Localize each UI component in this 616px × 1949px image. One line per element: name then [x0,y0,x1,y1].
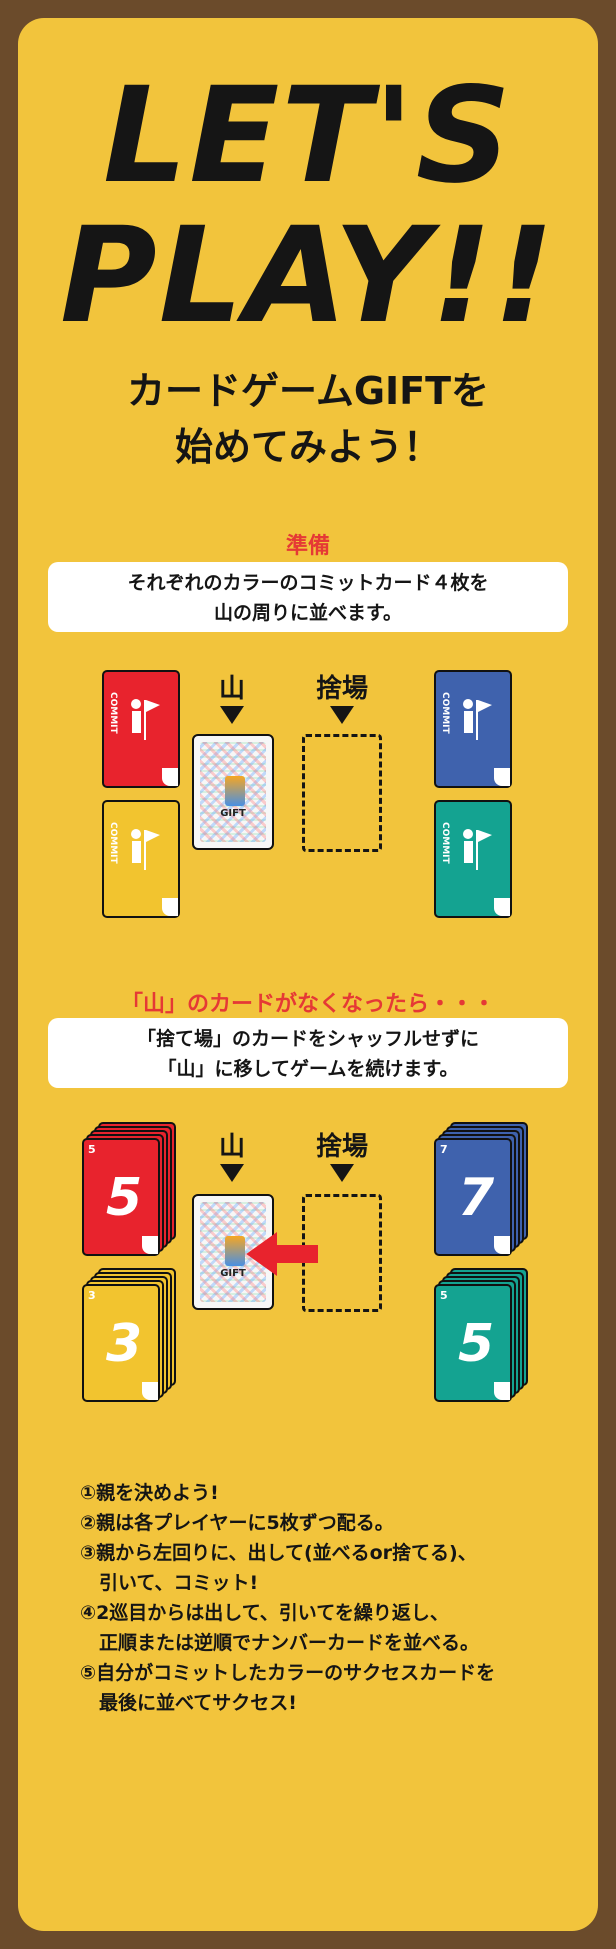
flag-icon [463,829,492,870]
deck-card-name: GIFT [220,1268,246,1279]
step-line: 最後に並べてサクセス! [80,1692,297,1714]
step-line: ③親から左回りに、出して(並べるor捨てる)、 [80,1542,477,1564]
card-corner-number: 5 [440,1289,448,1302]
card-number: 7 [458,1168,495,1228]
flag-icon [131,829,160,870]
deck-card: GIFT [192,734,274,850]
gift-logo-icon [225,776,245,806]
card-number: 5 [458,1314,495,1374]
gift-logo-icon [225,1236,245,1266]
section1-line1: それぞれのカラーのコミットカード４枚を [127,572,489,594]
subtitle-line1: カードゲームGIFTを [126,369,490,413]
instruction-panel: LET'S PLAY!! カードゲームGIFTを 始めてみよう！ 準備 それぞれ… [18,18,598,1931]
section2-heading: 「山」のカードがなくなったら・・・ [120,992,495,1017]
step-line: ④2巡目からは出して、引いてを繰り返し、 [80,1602,449,1624]
subtitle: カードゲームGIFTを 始めてみよう！ [18,363,598,475]
discard-pile [302,734,382,852]
deck-label: 山 [218,674,245,704]
number-stack-red: 5 5 [82,1122,182,1256]
commit-label: COMMIT [108,822,118,864]
step-line: ②親は各プレイヤーに5枚ずつ配る。 [80,1512,394,1534]
arrow-down-icon [220,706,244,724]
card-number: 5 [106,1168,143,1228]
arrow-down-icon [330,706,354,724]
discard-label: 捨場 [315,674,368,704]
flag-icon [463,699,492,740]
section1-heading: 準備 [285,534,330,559]
commit-label: COMMIT [440,822,450,864]
deck-label: 山 [218,1132,245,1162]
commit-card-blue: COMMIT [434,670,512,788]
card-corner [162,898,178,916]
section2-textbox: 「捨て場」のカードをシャッフルせずに 「山」に移してゲームを続けます。 [48,1018,568,1088]
card-corner-number: 3 [88,1289,96,1302]
card-number: 3 [106,1314,143,1374]
number-stack-blue: 7 7 [434,1122,534,1256]
section2-line2: 「山」に移してゲームを続けます。 [157,1058,459,1080]
commit-label: COMMIT [440,692,450,734]
card-corner-number: 7 [440,1143,448,1156]
section1-line2: 山の周りに並べます。 [213,602,403,624]
commit-label: COMMIT [108,692,118,734]
discard-label: 捨場 [315,1132,368,1162]
step-line: ①親を決めよう! [80,1482,219,1504]
section2-line1: 「捨て場」のカードをシャッフルせずに [136,1028,479,1050]
arrow-down-icon [220,1164,244,1182]
commit-card-red: COMMIT [102,670,180,788]
number-stack-yellow: 3 3 [82,1268,182,1402]
flag-icon [131,699,160,740]
section1-textbox: それぞれのカラーのコミットカード４枚を 山の周りに並べます。 [48,562,568,632]
rules-steps: ①親を決めよう! ②親は各プレイヤーに5枚ずつ配る。 ③親から左回りに、出して(… [80,1478,600,1718]
arrow-down-icon [330,1164,354,1182]
commit-card-green: COMMIT [434,800,512,918]
card-corner [494,898,510,916]
number-stack-green: 5 5 [434,1268,534,1402]
step-line: 正順または逆順でナンバーカードを並べる。 [80,1632,480,1654]
hero-title-line1: LET'S [103,59,513,213]
card-corner-number: 5 [88,1143,96,1156]
card-corner [162,768,178,786]
deck-card-name: GIFT [220,808,246,819]
hero-title-line2: PLAY!! [60,199,556,353]
subtitle-line2: 始めてみよう！ [174,425,441,469]
step-line: ⑤自分がコミットしたカラーのサクセスカードを [80,1662,496,1684]
step-line: 引いて、コミット! [80,1572,259,1594]
commit-card-yellow: COMMIT [102,800,180,918]
move-arrow-icon [246,1232,318,1276]
card-corner [494,768,510,786]
